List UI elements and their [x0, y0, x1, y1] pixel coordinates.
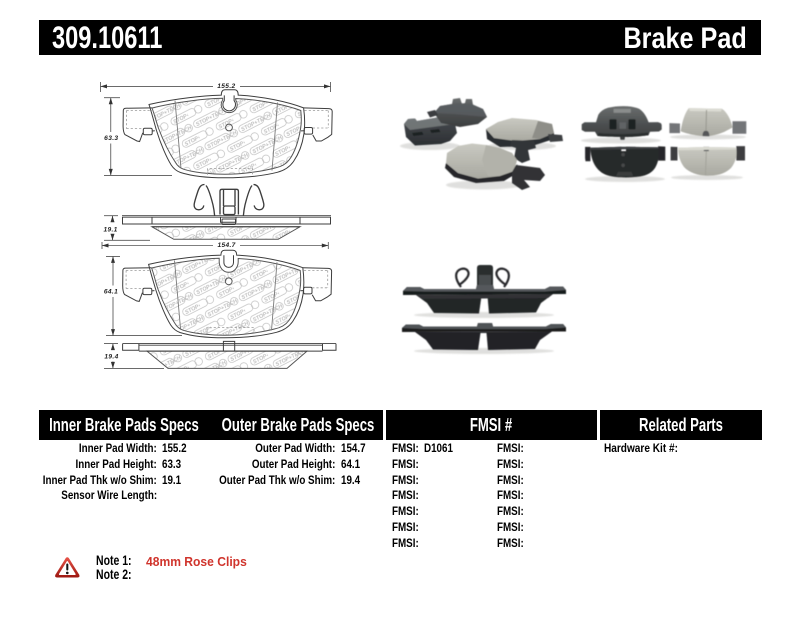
svg-text:63.3: 63.3 — [104, 135, 118, 142]
svg-text:64.1: 64.1 — [104, 289, 118, 296]
svg-text:155.2: 155.2 — [217, 83, 235, 90]
svg-text:19.1: 19.1 — [103, 227, 117, 234]
svg-text:19.4: 19.4 — [104, 353, 118, 360]
svg-text:154.7: 154.7 — [217, 242, 235, 249]
